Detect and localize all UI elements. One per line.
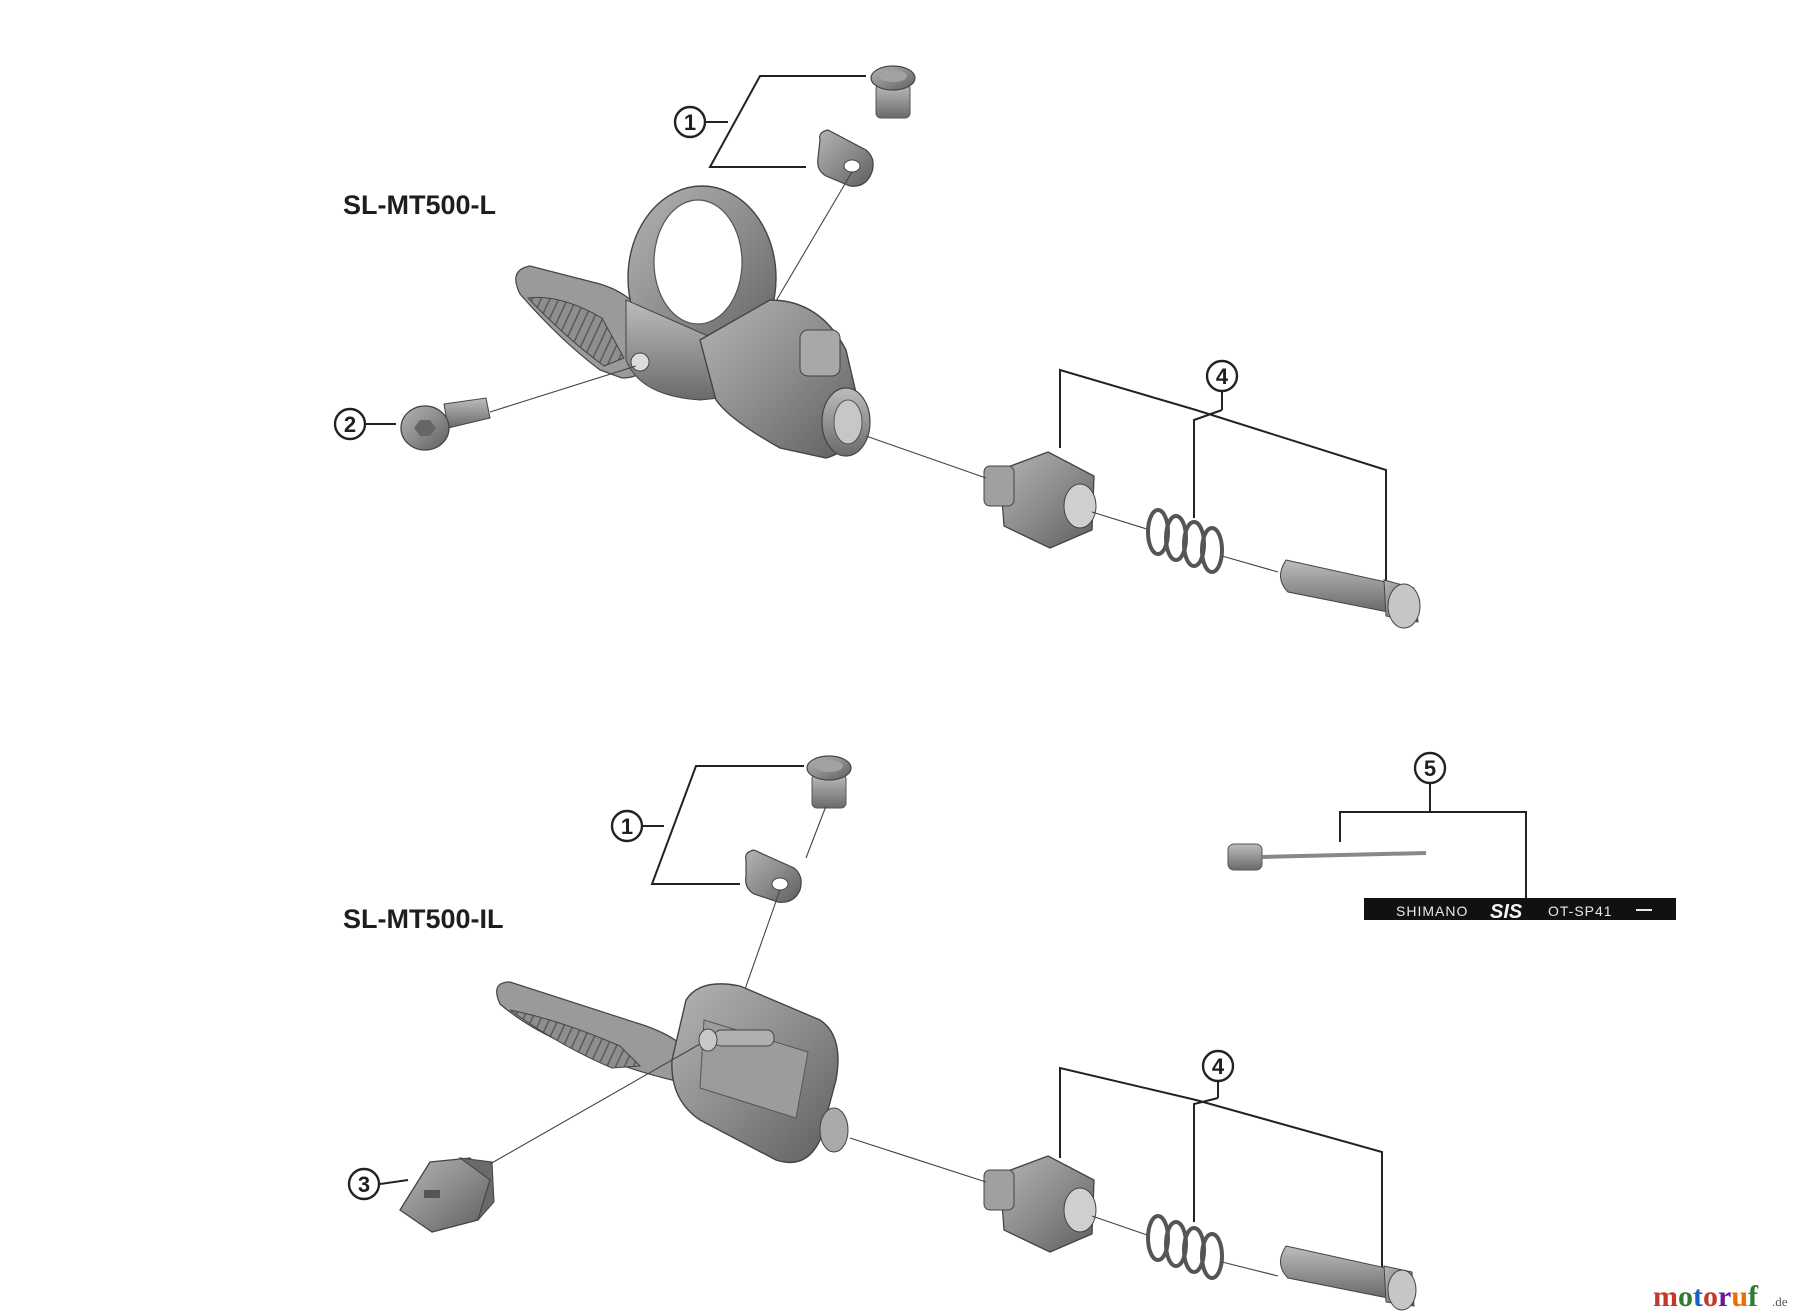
- lever-bolt: [400, 397, 491, 451]
- callout-1-bottom: 1: [610, 765, 804, 885]
- assembly-sl-mt500-il: SL-MT500-IL 1: [343, 751, 1676, 1311]
- clamp-bolt-cap-bottom: [806, 755, 852, 809]
- model-label-sl-mt500-il: SL-MT500-IL: [343, 904, 504, 934]
- callout-number: 5: [1424, 756, 1436, 781]
- cable-sis-mark: SIS: [1490, 901, 1523, 923]
- callout-number: 4: [1216, 364, 1229, 389]
- watermark-tld: .de: [1772, 1294, 1788, 1309]
- shifter-body-sl-mt500-l: [515, 185, 871, 459]
- watermark-name: motoruf: [1653, 1280, 1759, 1313]
- adjuster-bolt-top: [1280, 559, 1421, 629]
- callout-number: 4: [1212, 1054, 1225, 1079]
- mount-adapter: [399, 1157, 495, 1233]
- assembly-sl-mt500-l: SL-MT500-L 1: [333, 65, 1421, 629]
- callout-number: 1: [684, 110, 696, 135]
- callout-2-top: 2: [333, 407, 396, 441]
- callout-number: 2: [344, 412, 356, 437]
- callout-1-top: 1: [673, 75, 866, 168]
- adjuster-spring-bottom: [1146, 1214, 1224, 1280]
- callout-4-bottom: 4: [1059, 1049, 1383, 1270]
- barrel-adjuster-top: [983, 451, 1097, 549]
- shifter-body-sl-mt500-il: [496, 981, 849, 1164]
- inner-cable: [1227, 843, 1427, 871]
- clamp-bolt-cap: [870, 65, 916, 119]
- watermark: motoruf .de: [1653, 1280, 1788, 1313]
- callout-number: 3: [358, 1172, 370, 1197]
- callout-number: 1: [621, 814, 633, 839]
- barrel-adjuster-bottom: [983, 1155, 1097, 1253]
- cable-guide-plate-bottom: [745, 849, 802, 903]
- cable-model-code: OT-SP41: [1548, 903, 1613, 919]
- cable-guide-plate: [817, 129, 874, 187]
- cable-brand-text: SHIMANO: [1396, 903, 1468, 919]
- model-label-sl-mt500-l: SL-MT500-L: [343, 190, 496, 220]
- callout-3-bottom: 3: [347, 1167, 409, 1201]
- adjuster-bolt-bottom: [1280, 1245, 1417, 1311]
- callout-5: 5: [1339, 751, 1527, 900]
- callout-4-top: 4: [1059, 359, 1387, 588]
- cable-housing: SHIMANO SIS OT-SP41: [1364, 898, 1676, 923]
- adjuster-spring-top: [1146, 508, 1224, 574]
